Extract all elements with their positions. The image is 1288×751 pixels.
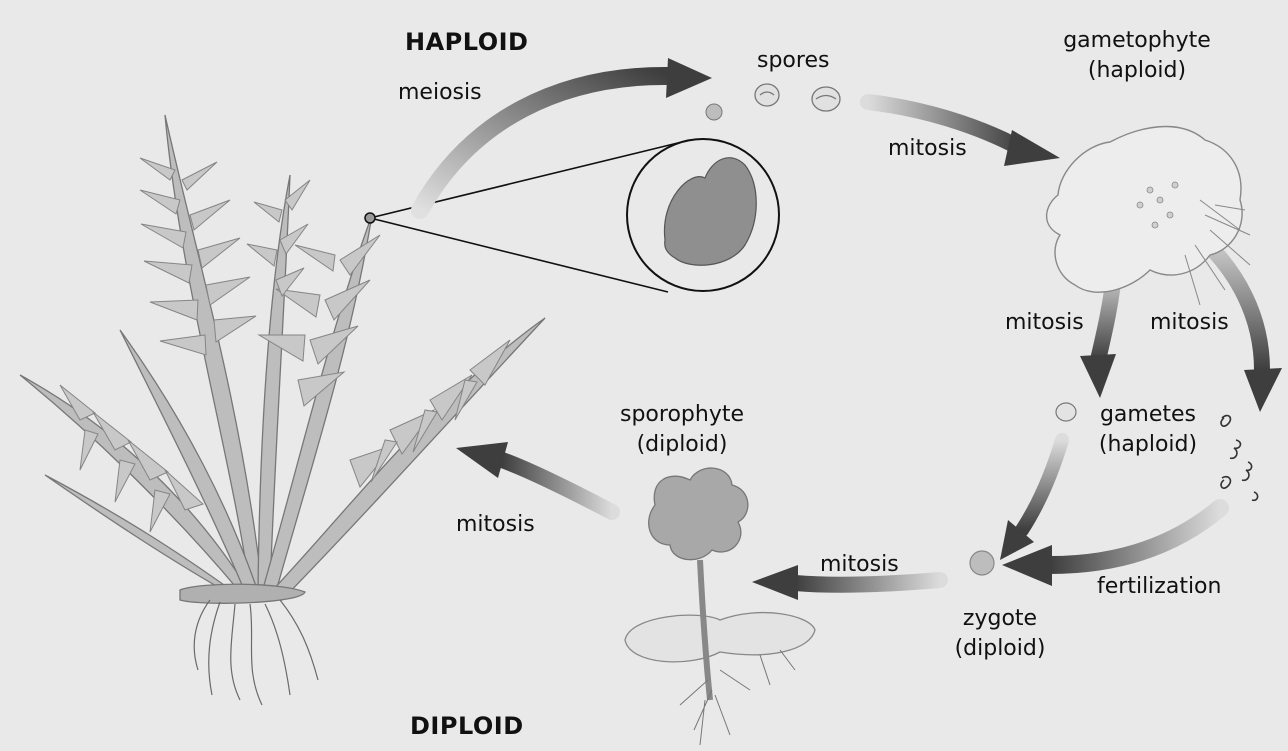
zygote-label: zygote (diploid): [940, 604, 1060, 664]
diploid-phase-label: DIPLOID: [410, 712, 524, 740]
fertilization-label: fertilization: [1097, 572, 1221, 602]
gametophyte-illustration: [1047, 127, 1250, 305]
egg-cell: [1056, 403, 1076, 421]
young-sporophyte-illustration: [625, 468, 815, 745]
fern-roots: [194, 600, 318, 705]
sporophyte-ploidy: (diploid): [612, 430, 752, 460]
egg-to-zygote-arrow: [1000, 440, 1062, 560]
sporophyte-name: sporophyte: [612, 400, 752, 430]
gametophyte-label: gametophyte (haploid): [1052, 26, 1222, 86]
sperm-cells: [1221, 416, 1258, 501]
gametes-name: gametes: [1086, 400, 1210, 430]
gametophyte-ploidy: (haploid): [1052, 56, 1222, 86]
zygote-name: zygote: [940, 604, 1060, 634]
spores-illustration: [755, 84, 840, 111]
fern-rhizome: [180, 584, 305, 603]
mitosis-zygote-label: mitosis: [820, 550, 899, 580]
gametes-label: gametes (haploid): [1086, 400, 1210, 460]
mitosis-sperm-label: mitosis: [1150, 308, 1229, 338]
mitosis-spores-label: mitosis: [888, 134, 967, 164]
haploid-phase-label: HAPLOID: [405, 28, 528, 56]
gametophyte-name: gametophyte: [1052, 26, 1222, 56]
zygote-cell: [970, 551, 994, 575]
zygote-ploidy: (diploid): [940, 634, 1060, 664]
mature-fern-sporophyte: [20, 115, 545, 705]
mitosis-egg-label: mitosis: [1005, 308, 1084, 338]
mitosis-sporophyte-label: mitosis: [456, 510, 535, 540]
sporophyte-growth-arrow: [456, 442, 612, 512]
spores-label: spores: [757, 46, 829, 76]
gametes-ploidy: (haploid): [1086, 430, 1210, 460]
sporophyte-label: sporophyte (diploid): [612, 400, 752, 460]
meiosis-label: meiosis: [398, 78, 482, 108]
